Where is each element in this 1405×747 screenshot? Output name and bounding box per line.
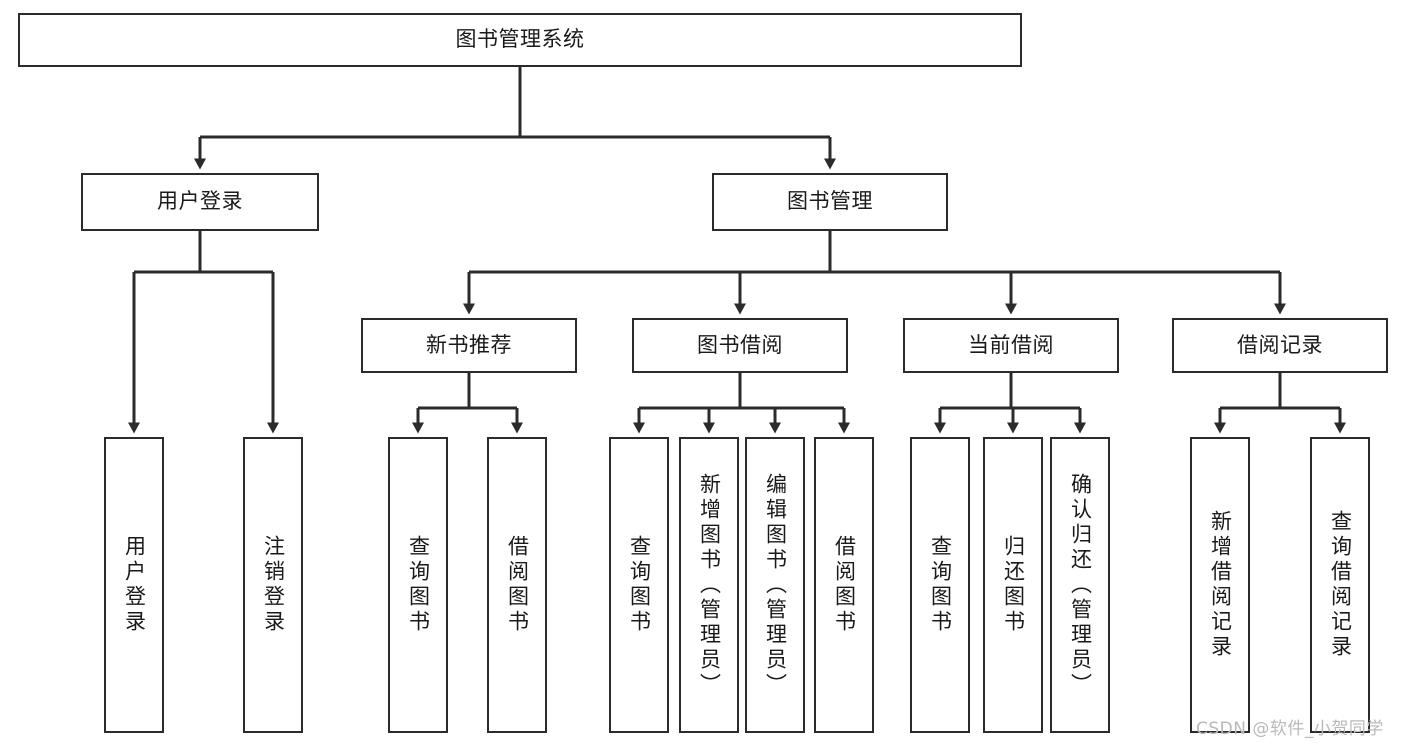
node-root[interactable]: 图书管理系统 <box>18 13 1022 67</box>
node-leaf-confirm-return-admin[interactable]: 确认归还（管理员） <box>1050 437 1110 733</box>
node-book-borrow-label: 图书借阅 <box>697 332 783 357</box>
node-leaf-label: 查询图书 <box>928 535 953 635</box>
node-leaf-label: 归还图书 <box>1001 535 1026 635</box>
node-user-login-label: 用户登录 <box>157 189 243 214</box>
node-current-borrow-label: 当前借阅 <box>968 332 1054 357</box>
node-leaf-label: 新增图书（管理员） <box>697 472 722 698</box>
node-leaf-label: 编辑图书（管理员） <box>763 472 788 698</box>
node-leaf-query-book-current[interactable]: 查询图书 <box>910 437 970 733</box>
node-leaf-label: 用户登录 <box>122 535 147 635</box>
node-leaf-user-login[interactable]: 用户登录 <box>104 437 164 733</box>
node-book-borrow[interactable]: 图书借阅 <box>632 318 848 373</box>
node-leaf-label: 查询图书 <box>406 535 431 635</box>
node-leaf-label: 注销登录 <box>261 535 286 635</box>
node-leaf-label: 借阅图书 <box>505 535 530 635</box>
node-leaf-return-book[interactable]: 归还图书 <box>983 437 1043 733</box>
node-leaf-add-book-admin[interactable]: 新增图书（管理员） <box>679 437 739 733</box>
node-root-label: 图书管理系统 <box>455 27 585 52</box>
node-new-book-recommend-label: 新书推荐 <box>426 332 512 357</box>
node-current-borrow[interactable]: 当前借阅 <box>903 318 1119 373</box>
node-leaf-query-borrow-record[interactable]: 查询借阅记录 <box>1310 437 1370 733</box>
node-leaf-label: 确认归还（管理员） <box>1068 472 1093 698</box>
node-leaf-label: 借阅图书 <box>832 535 857 635</box>
node-leaf-edit-book-admin[interactable]: 编辑图书（管理员） <box>745 437 805 733</box>
node-leaf-query-book-recommend[interactable]: 查询图书 <box>388 437 448 733</box>
node-new-book-recommend[interactable]: 新书推荐 <box>361 318 577 373</box>
node-user-login[interactable]: 用户登录 <box>81 173 319 231</box>
node-leaf-add-borrow-record[interactable]: 新增借阅记录 <box>1190 437 1250 733</box>
node-borrow-records-label: 借阅记录 <box>1237 332 1323 357</box>
node-borrow-records[interactable]: 借阅记录 <box>1172 318 1388 373</box>
node-leaf-borrow-book-recommend[interactable]: 借阅图书 <box>487 437 547 733</box>
node-leaf-label: 查询借阅记录 <box>1328 510 1353 660</box>
node-book-management[interactable]: 图书管理 <box>712 173 948 231</box>
node-leaf-label: 新增借阅记录 <box>1208 510 1233 660</box>
node-leaf-query-book-borrow[interactable]: 查询图书 <box>609 437 669 733</box>
node-book-management-label: 图书管理 <box>787 189 873 214</box>
node-leaf-lend-book[interactable]: 借阅图书 <box>814 437 874 733</box>
node-leaf-label: 查询图书 <box>627 535 652 635</box>
node-leaf-logout[interactable]: 注销登录 <box>243 437 303 733</box>
